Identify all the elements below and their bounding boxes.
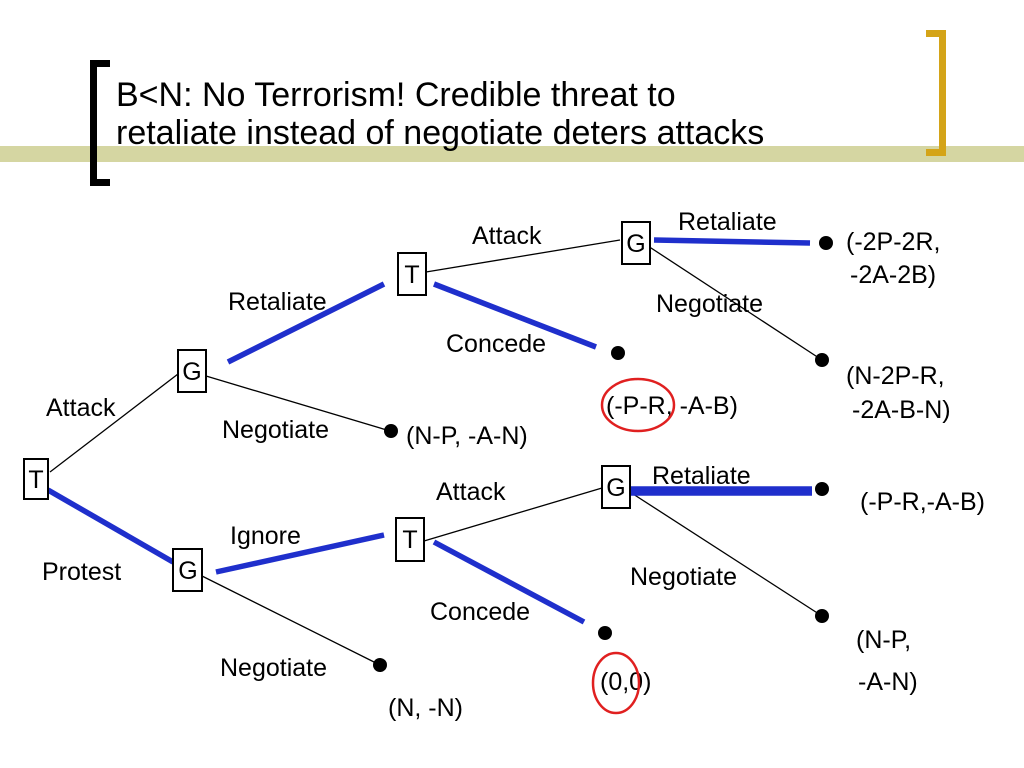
payoff-upper-g2-negotiate-line2: -2A-B-N) [852,396,951,424]
terminal-dot-upper-negotiate [384,424,398,438]
edge-upper-retaliate-equilibrium [226,281,386,365]
slide-title: B<N: No Terrorism! Credible threat to re… [116,76,906,152]
edge-protest-equilibrium [46,487,175,565]
edge-label-upper-g2-negotiate: Negotiate [656,290,763,318]
payoff-lower-negotiate: (N, -N) [388,694,463,722]
terminal-dot-upper-g2-retaliate [819,236,833,250]
terminal-dot-upper-g2-negotiate [815,353,829,367]
node-box-upper-t [397,252,427,296]
payoff-upper-g2-retaliate-line2: -2A-2B) [850,261,936,289]
terminal-dot-lower-negotiate [373,658,387,672]
node-box-upper-g [177,349,207,393]
slide-title-line-2: retaliate instead of negotiate deters at… [116,114,765,152]
edge-label-upper-retaliate: Retaliate [228,288,327,316]
node-label-lower-t: T [402,526,417,554]
left-bracket-decoration [90,60,110,186]
terminal-dot-lower-concede [598,626,612,640]
edge-label-upper-g2-retaliate: Retaliate [678,208,777,236]
edge-lower-concede-equilibrium [432,539,586,625]
edge-lower-negotiate [201,575,381,666]
terminal-dot-upper-concede [611,346,625,360]
payoff-upper-g2-retaliate-line1: (-2P-2R, [846,228,940,256]
edge-upper-concede-equilibrium [433,281,597,350]
node-label-lower-g2: G [606,474,625,502]
payoff-lower-g2-retaliate: (-P-R,-A-B) [860,488,985,516]
edge-lower-ignore-equilibrium [215,532,385,575]
payoff-lower-g2-negotiate-line1: (N-P, [856,626,911,654]
payoff-lower-g2-negotiate-line2: -A-N) [858,668,918,696]
highlight-circle-lower-concede [591,651,641,715]
node-box-upper-g2 [621,221,651,265]
edge-label-lower-negotiate: Negotiate [220,654,327,682]
node-box-lower-g [172,548,203,592]
payoff-upper-negotiate: (N-P, -A-N) [406,422,528,450]
node-box-root [23,458,49,500]
node-label-root: T [28,466,43,494]
edge-attack [49,373,179,473]
edge-upper-attack [425,239,621,273]
edge-lower-g2-negotiate [629,491,823,617]
payoff-upper-g2-negotiate-line1: (N-2P-R, [846,362,945,390]
terminal-dot-lower-g2-retaliate [815,482,829,496]
edge-label-lower-ignore: Ignore [230,522,301,550]
edge-label-protest: Protest [42,558,121,586]
edge-label-upper-negotiate: Negotiate [222,416,329,444]
edge-label-lower-g2-retaliate: Retaliate [652,462,751,490]
edge-label-upper-attack: Attack [472,222,542,250]
edge-upper-g2-negotiate [647,245,823,361]
edge-upper-negotiate [205,375,391,432]
node-label-upper-g2: G [626,230,645,258]
node-label-upper-t: T [404,261,419,289]
node-box-lower-t [395,517,425,562]
node-box-lower-g2 [601,465,631,509]
node-label-lower-g: G [178,557,197,585]
slide-title-line-1: B<N: No Terrorism! Credible threat to [116,76,676,114]
payoff-lower-concede: (0,0) [600,668,651,696]
edge-upper-g2-retaliate-equilibrium [653,237,811,246]
edge-label-lower-attack: Attack [436,478,506,506]
terminal-dot-lower-g2-negotiate [815,609,829,623]
edge-label-lower-concede: Concede [430,598,530,626]
highlight-circle-upper-concede [600,377,676,433]
edge-label-attack: Attack [46,394,116,422]
edge-lower-attack [423,487,603,542]
node-label-upper-g: G [182,358,201,386]
right-bracket-decoration [926,30,946,156]
title-accent-bar [0,146,1024,162]
edge-label-upper-concede: Concede [446,330,546,358]
edge-label-lower-g2-negotiate: Negotiate [630,563,737,591]
